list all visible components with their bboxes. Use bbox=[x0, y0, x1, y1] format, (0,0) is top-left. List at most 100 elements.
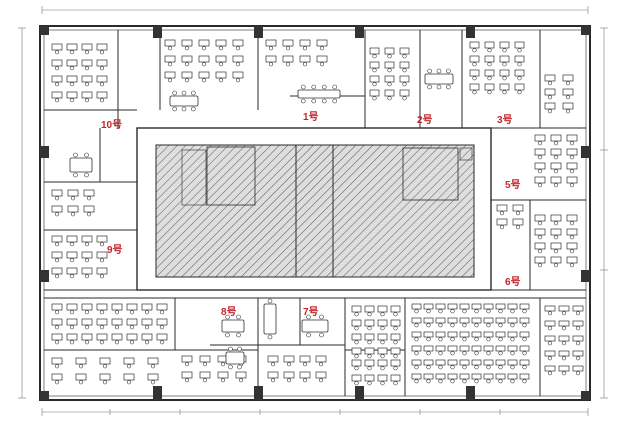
desk bbox=[558, 350, 570, 357]
desk bbox=[377, 359, 388, 367]
desk bbox=[51, 189, 63, 197]
chair bbox=[167, 62, 173, 67]
chair bbox=[54, 98, 60, 103]
desk bbox=[399, 47, 410, 55]
chair bbox=[228, 364, 233, 370]
chair bbox=[517, 90, 522, 95]
desk bbox=[66, 318, 78, 326]
chair bbox=[537, 155, 543, 160]
chair bbox=[487, 90, 492, 95]
chair bbox=[393, 381, 398, 386]
chair bbox=[84, 274, 90, 279]
chair bbox=[270, 378, 276, 383]
desk bbox=[572, 305, 584, 312]
chair bbox=[267, 298, 273, 304]
desk bbox=[534, 134, 546, 142]
chair bbox=[547, 81, 553, 86]
desk bbox=[483, 359, 494, 366]
desk bbox=[423, 345, 434, 352]
chair bbox=[285, 46, 291, 51]
desk bbox=[96, 251, 108, 259]
desk bbox=[198, 55, 210, 63]
desk bbox=[351, 347, 362, 355]
desk bbox=[512, 204, 524, 212]
room-label-3: 3号 bbox=[497, 114, 513, 126]
desk bbox=[51, 357, 63, 365]
desk bbox=[75, 357, 87, 365]
chair bbox=[450, 323, 455, 328]
desk bbox=[51, 205, 63, 213]
desk bbox=[544, 335, 556, 342]
desk bbox=[232, 55, 244, 63]
desk bbox=[198, 71, 210, 79]
desk bbox=[550, 256, 562, 264]
chair bbox=[515, 211, 521, 216]
chair bbox=[372, 68, 377, 73]
desk bbox=[164, 71, 176, 79]
chair bbox=[427, 68, 432, 74]
chair bbox=[54, 325, 60, 330]
desk bbox=[469, 55, 480, 63]
chair bbox=[565, 81, 571, 86]
desk bbox=[111, 318, 123, 326]
chair bbox=[181, 106, 187, 112]
chair bbox=[235, 62, 241, 67]
chair bbox=[218, 78, 224, 83]
desk bbox=[267, 355, 279, 363]
desk bbox=[544, 88, 556, 96]
chair bbox=[236, 332, 241, 338]
chair bbox=[517, 76, 522, 81]
chair bbox=[510, 323, 515, 328]
desk bbox=[459, 331, 470, 338]
chair bbox=[402, 82, 407, 87]
chair bbox=[547, 341, 553, 346]
chair bbox=[191, 90, 196, 96]
desk bbox=[181, 355, 193, 363]
desk bbox=[51, 267, 63, 275]
desk bbox=[411, 331, 422, 338]
chair bbox=[502, 76, 507, 81]
chair bbox=[569, 183, 575, 188]
desk bbox=[483, 345, 494, 352]
chair bbox=[380, 326, 385, 331]
chair bbox=[69, 242, 75, 247]
chair bbox=[499, 225, 505, 230]
desk bbox=[544, 320, 556, 327]
chair bbox=[553, 183, 559, 188]
chair bbox=[311, 98, 317, 104]
chair bbox=[553, 235, 559, 240]
chair bbox=[236, 314, 241, 320]
desk bbox=[514, 55, 525, 63]
desk bbox=[66, 251, 78, 259]
chair bbox=[84, 172, 89, 178]
chair bbox=[486, 379, 491, 384]
desk bbox=[265, 39, 277, 47]
desk bbox=[495, 373, 506, 380]
chair bbox=[561, 371, 567, 376]
desk bbox=[81, 91, 93, 99]
chair bbox=[238, 378, 244, 383]
desk bbox=[66, 267, 78, 275]
desk bbox=[411, 373, 422, 380]
meeting-table bbox=[301, 319, 329, 333]
desk bbox=[81, 303, 93, 311]
desk bbox=[384, 75, 395, 83]
chair bbox=[69, 325, 75, 330]
chair bbox=[561, 311, 567, 316]
chair bbox=[54, 274, 60, 279]
chair bbox=[446, 84, 451, 90]
desk bbox=[534, 162, 546, 170]
chair bbox=[537, 235, 543, 240]
desk bbox=[471, 303, 482, 310]
chair bbox=[367, 366, 372, 371]
chair bbox=[450, 379, 455, 384]
desk bbox=[544, 365, 556, 372]
desk bbox=[377, 347, 388, 355]
chair bbox=[129, 340, 135, 345]
chair bbox=[354, 312, 359, 317]
chair bbox=[426, 323, 431, 328]
desk bbox=[572, 335, 584, 342]
desk bbox=[111, 303, 123, 311]
chair bbox=[311, 84, 317, 90]
desk bbox=[51, 333, 63, 341]
